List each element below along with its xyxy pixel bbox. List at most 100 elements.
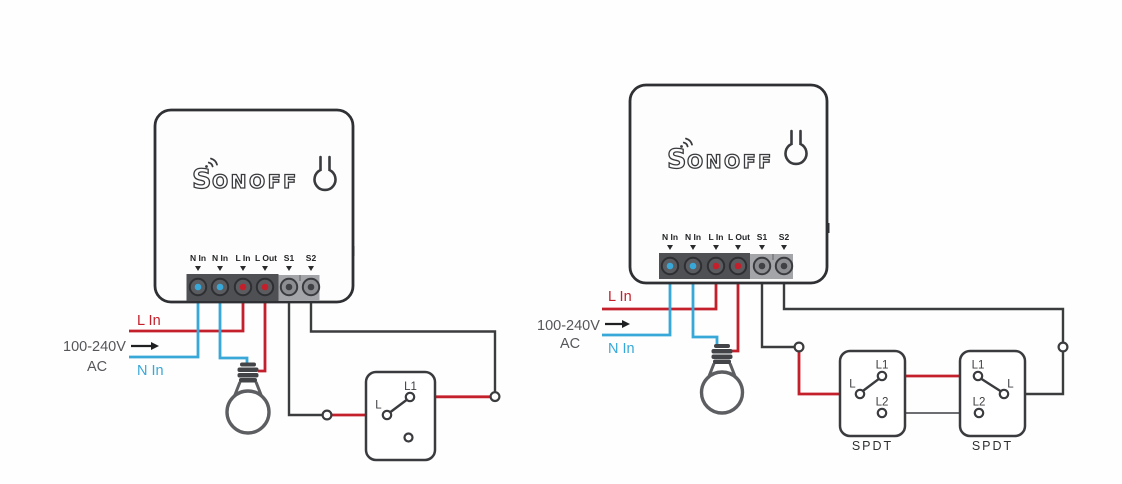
logo-letters-onoff: ONOFF: [687, 151, 774, 173]
terminal-pointer-icon: [781, 245, 787, 250]
switch-l-label: L: [1007, 379, 1014, 391]
neutral-in-wire: [129, 287, 200, 359]
terminal-label: L Out: [255, 253, 277, 263]
wire-connector-node: [321, 409, 333, 421]
ac-label: AC: [87, 359, 107, 375]
switch-terminal-l1: [972, 370, 984, 382]
spdt-switch-2: L1 L L2 SPDT: [958, 349, 1027, 453]
spdt-caption: SPDT: [852, 439, 893, 453]
light-bulb-icon: [225, 362, 271, 435]
sonoff-device: S ONOFF N In N In L In L Out S1 S2: [153, 108, 355, 304]
switch-lever: [387, 397, 410, 415]
terminals: [660, 256, 794, 276]
terminal-label: S1: [284, 253, 295, 263]
neutral-in-wire: [602, 266, 672, 337]
neutral-in-label: N In: [137, 363, 164, 379]
terminals: [188, 277, 321, 297]
switch-l1-label: L1: [972, 360, 985, 372]
arrow-right-icon: [605, 320, 630, 328]
switch-l1-label: L1: [404, 381, 417, 393]
terminal-pointer-icon: [217, 266, 223, 271]
left-wiring-diagram: S ONOFF N In N In L In L Out S1 S2: [63, 108, 501, 462]
terminal-pointer-icon: [713, 245, 719, 250]
s2-wire: [309, 287, 497, 393]
terminal-label: N In: [212, 253, 228, 263]
hanging-hole-icon: [313, 155, 337, 192]
right-wiring-diagram: S ONOFF N In N In L In L Out S1 S2: [537, 83, 1069, 453]
spdt-caption: SPDT: [972, 439, 1013, 453]
terminal-pointer-icon: [286, 266, 292, 271]
wire-connector-node: [489, 391, 501, 403]
switch-terminal-l2: [973, 407, 985, 419]
s2-wire: [782, 266, 1065, 396]
voltage-label: 100-240V: [537, 318, 600, 334]
switch-terminal-l: [381, 409, 393, 421]
live-out-to-bulb-wire: [732, 266, 740, 353]
power-source-labels: L In 100-240V AC N In: [63, 313, 164, 379]
switch-l-label: L: [375, 400, 382, 412]
switch-terminal-l2: [876, 407, 888, 419]
device-body: [153, 108, 355, 304]
terminal-labels: N In N In L In L Out S1 S2: [662, 232, 789, 250]
wifi-waves-icon: [680, 137, 693, 148]
device-body: [628, 83, 829, 285]
logo-letter-s: S: [667, 144, 686, 175]
terminal-pointer-icon: [690, 245, 696, 250]
neutral-to-bulb-wire: [691, 266, 719, 344]
wire-connector-node: [793, 341, 805, 353]
light-bulb-icon: [699, 344, 745, 415]
sonoff-logo: S ONOFF: [191, 157, 299, 196]
terminal-label: N In: [190, 253, 206, 263]
wall-switch: L1 L: [364, 370, 437, 462]
terminal-label: S2: [306, 253, 317, 263]
terminal-label: S1: [757, 232, 768, 242]
terminal-label: L In: [236, 253, 251, 263]
sonoff-logo: S ONOFF: [666, 137, 774, 176]
s1-wire: [760, 266, 795, 349]
terminal-pointer-icon: [759, 245, 765, 250]
wire-connector-node: [1057, 341, 1069, 353]
logo-letter-s: S: [192, 164, 211, 195]
wifi-waves-icon: [205, 157, 218, 168]
terminal-pointer-icon: [240, 266, 246, 271]
switch-lever: [860, 376, 882, 393]
switch-box: [838, 349, 907, 438]
neutral-in-label: N In: [608, 341, 635, 357]
switch-terminal-l: [998, 388, 1010, 400]
live-out-to-bulb-wire: [258, 287, 267, 373]
terminal-pointer-icon: [735, 245, 741, 250]
neutral-to-bulb-wire: [218, 287, 249, 364]
terminal-pointer-icon: [667, 245, 673, 250]
switch-l2-label: L2: [973, 397, 986, 409]
switch-terminal-l: [854, 388, 866, 400]
voltage-label: 100-240V: [63, 339, 126, 355]
terminal-pointer-icon: [308, 266, 314, 271]
switch-l1-label: L1: [876, 360, 889, 372]
s1-to-switch1-wire: [797, 351, 856, 396]
switch-terminal-l1: [404, 391, 416, 403]
arrow-right-icon: [131, 342, 159, 350]
terminal-label: L In: [709, 232, 724, 242]
switch-box: [958, 349, 1027, 438]
s1-wire: [287, 287, 323, 417]
switch-terminal-l1: [876, 370, 888, 382]
terminal-pointer-icon: [262, 266, 268, 271]
switch-l2-label: L2: [876, 397, 889, 409]
terminal-label: N In: [662, 232, 678, 242]
switch-box: [364, 370, 437, 462]
terminal-label: N In: [685, 232, 701, 242]
sonoff-device: S ONOFF N In N In L In L Out S1 S2: [628, 83, 830, 285]
power-source-labels: L In 100-240V AC N In: [537, 289, 635, 357]
hanging-hole-icon: [784, 129, 808, 166]
switch-lever: [979, 376, 1003, 394]
spdt-switch-1: L1 L L2 SPDT: [838, 349, 907, 453]
terminal-labels: N In N In L In L Out S1 S2: [190, 253, 316, 271]
live-in-label: L In: [137, 313, 161, 329]
terminal-pointer-icon: [195, 266, 201, 271]
live-in-label: L In: [608, 289, 632, 305]
terminal-label: S2: [779, 232, 790, 242]
logo-letters-onoff: ONOFF: [212, 171, 299, 193]
switch-l-label: L: [849, 379, 856, 391]
ac-label: AC: [560, 336, 580, 352]
